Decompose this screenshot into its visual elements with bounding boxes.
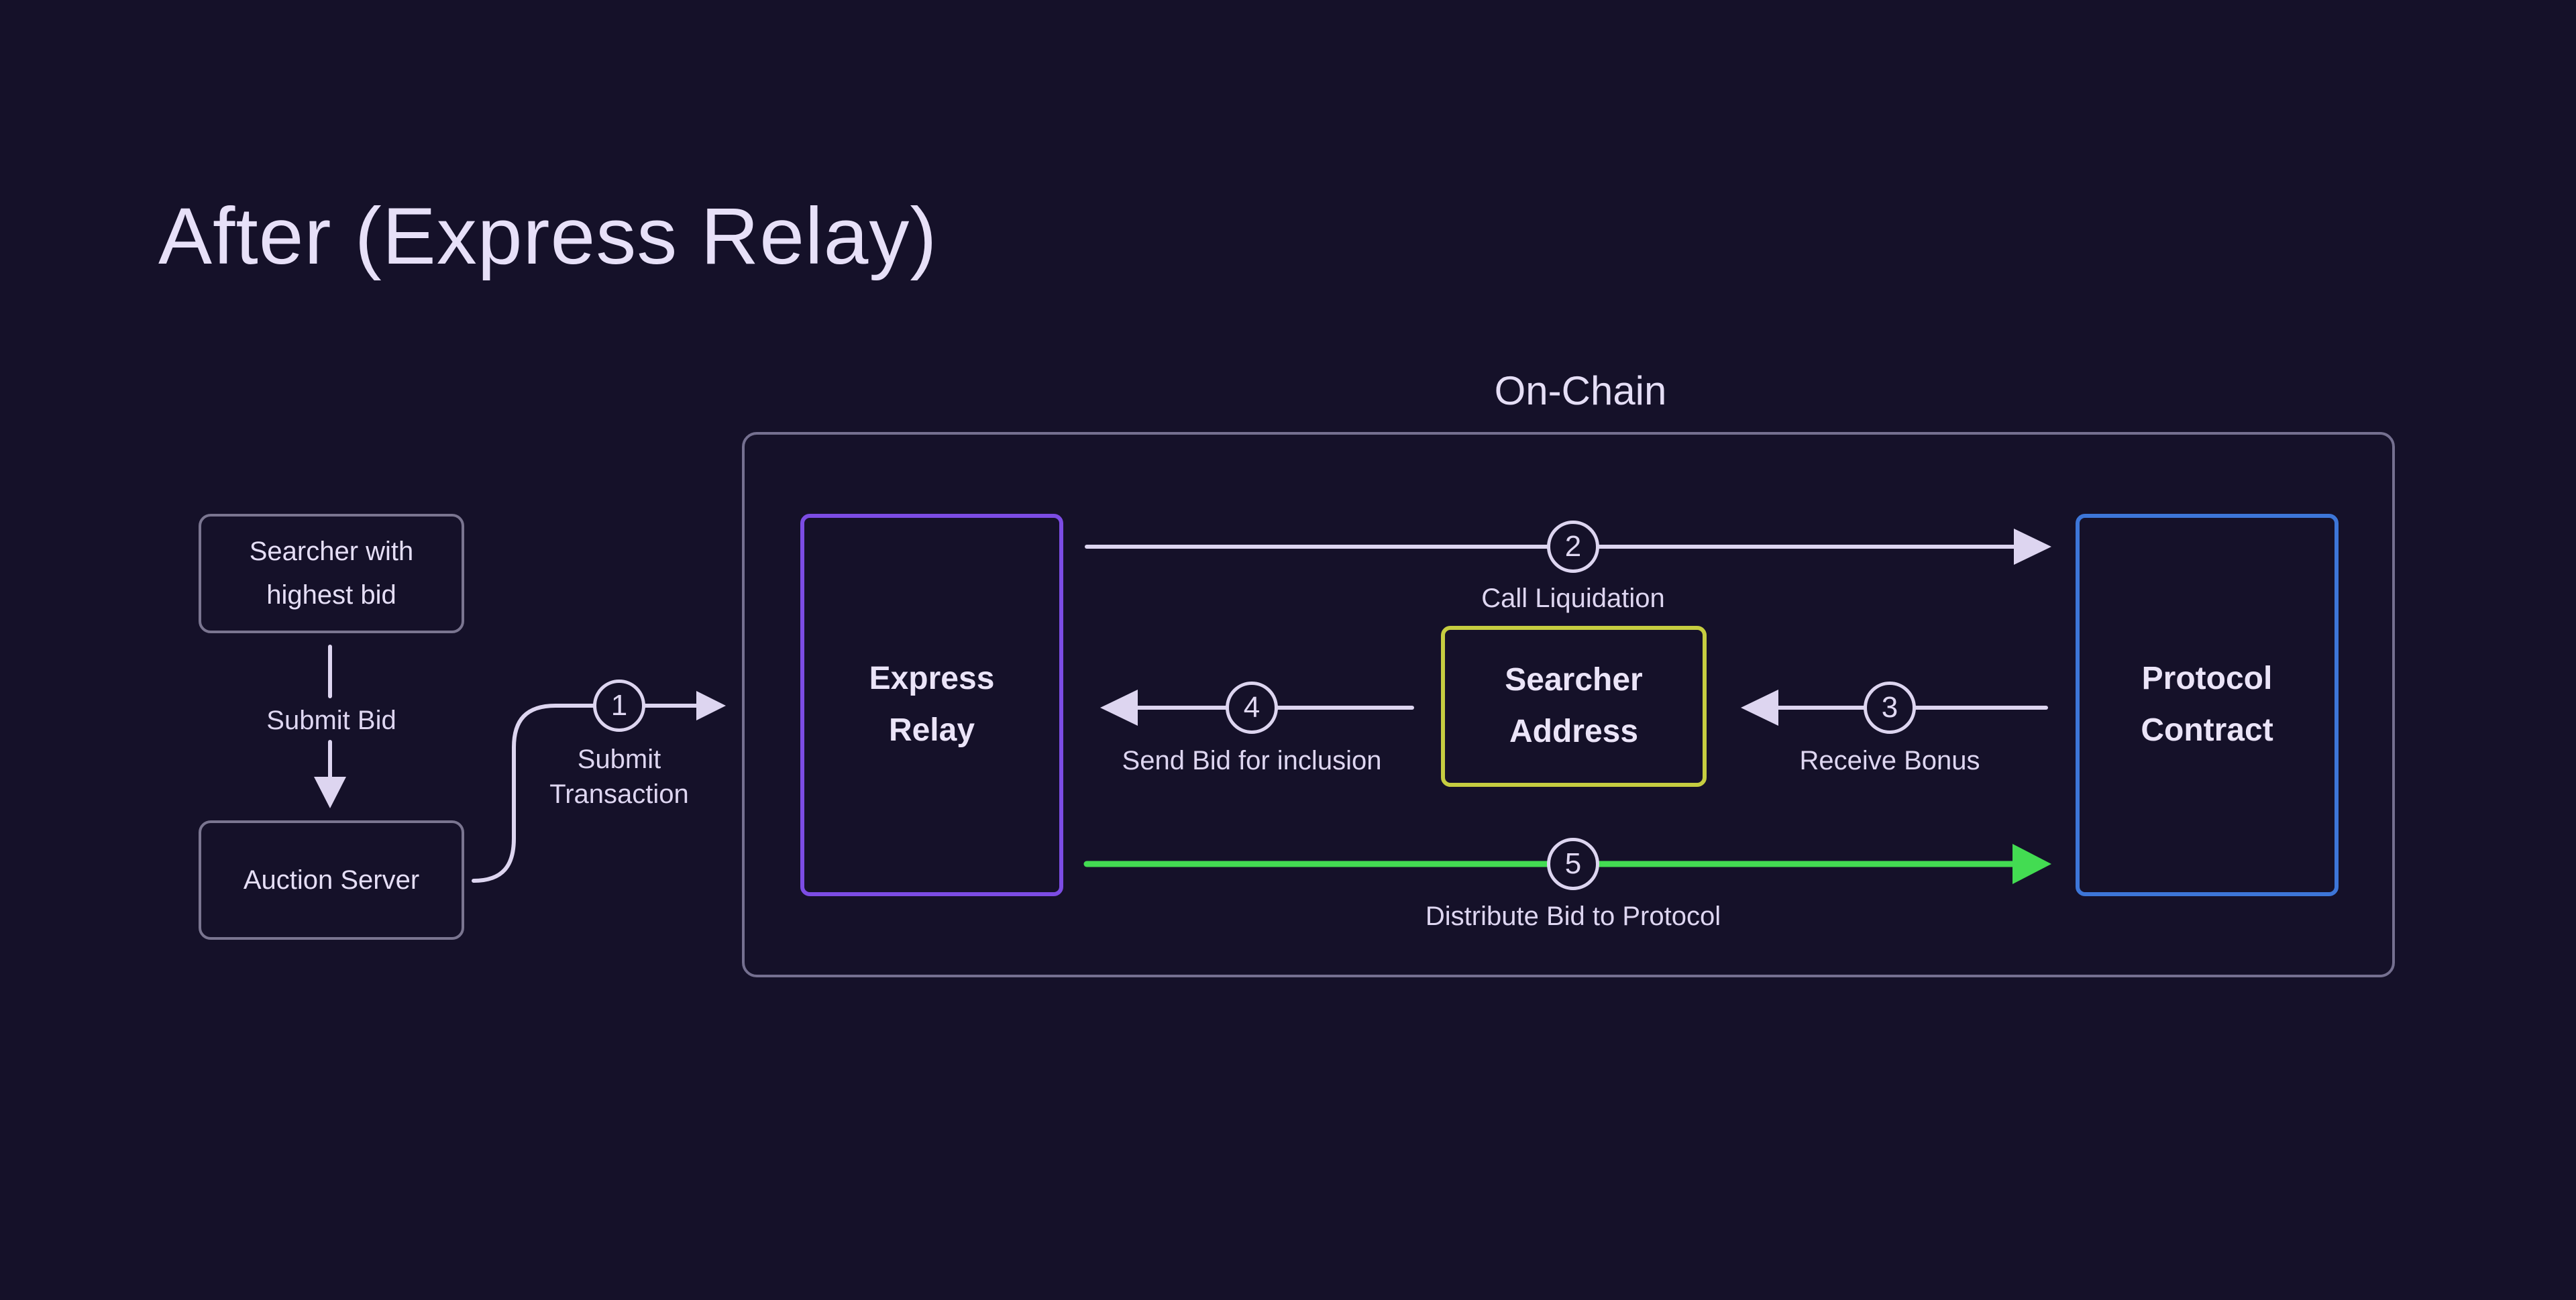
connector-auction-to-onchain <box>472 704 700 883</box>
step-5-number: 5 <box>1564 847 1582 880</box>
label-submit-bid: Submit Bid <box>266 706 396 735</box>
step-label-2: Call Liquidation <box>1481 584 1665 613</box>
node-express-relay: Express Relay <box>800 514 1063 896</box>
step-label-1: Submit Transaction <box>549 745 689 809</box>
box-auction-server: Auction Server <box>199 820 464 940</box>
receive-bonus-arrowhead <box>1741 690 1778 726</box>
page-title: After (Express Relay) <box>158 191 938 282</box>
step-4-number: 4 <box>1243 691 1260 724</box>
send-bid-arrowhead <box>1100 690 1138 726</box>
step-circle-5: 5 <box>1547 838 1599 890</box>
node-searcher-address: Searcher Address <box>1441 626 1707 787</box>
step-circle-4: 4 <box>1226 682 1278 734</box>
step-1-number: 1 <box>610 689 628 722</box>
distribute-bid-arrowhead <box>2012 844 2051 884</box>
submit-transaction-arrowhead <box>696 691 726 720</box>
onchain-label: On-Chain <box>1494 368 1667 413</box>
step-circle-3: 3 <box>1864 682 1916 734</box>
onchain-region <box>742 432 2395 977</box>
step-label-3: Receive Bonus <box>1799 746 1980 775</box>
submit-bid-arrowhead <box>314 777 346 808</box>
node-protocol-contract: Protocol Contract <box>2076 514 2339 896</box>
step-circle-1: 1 <box>593 680 645 732</box>
call-liquidation-arrowhead <box>2014 529 2051 565</box>
step-2-number: 2 <box>1564 530 1582 563</box>
step-circle-2: 2 <box>1547 521 1599 573</box>
step-label-4: Send Bid for inclusion <box>1122 746 1382 775</box>
step-3-number: 3 <box>1881 691 1898 724</box>
step-label-5: Distribute Bid to Protocol <box>1425 902 1721 931</box>
box-searcher-highest-bid: Searcher with highest bid <box>199 514 464 633</box>
